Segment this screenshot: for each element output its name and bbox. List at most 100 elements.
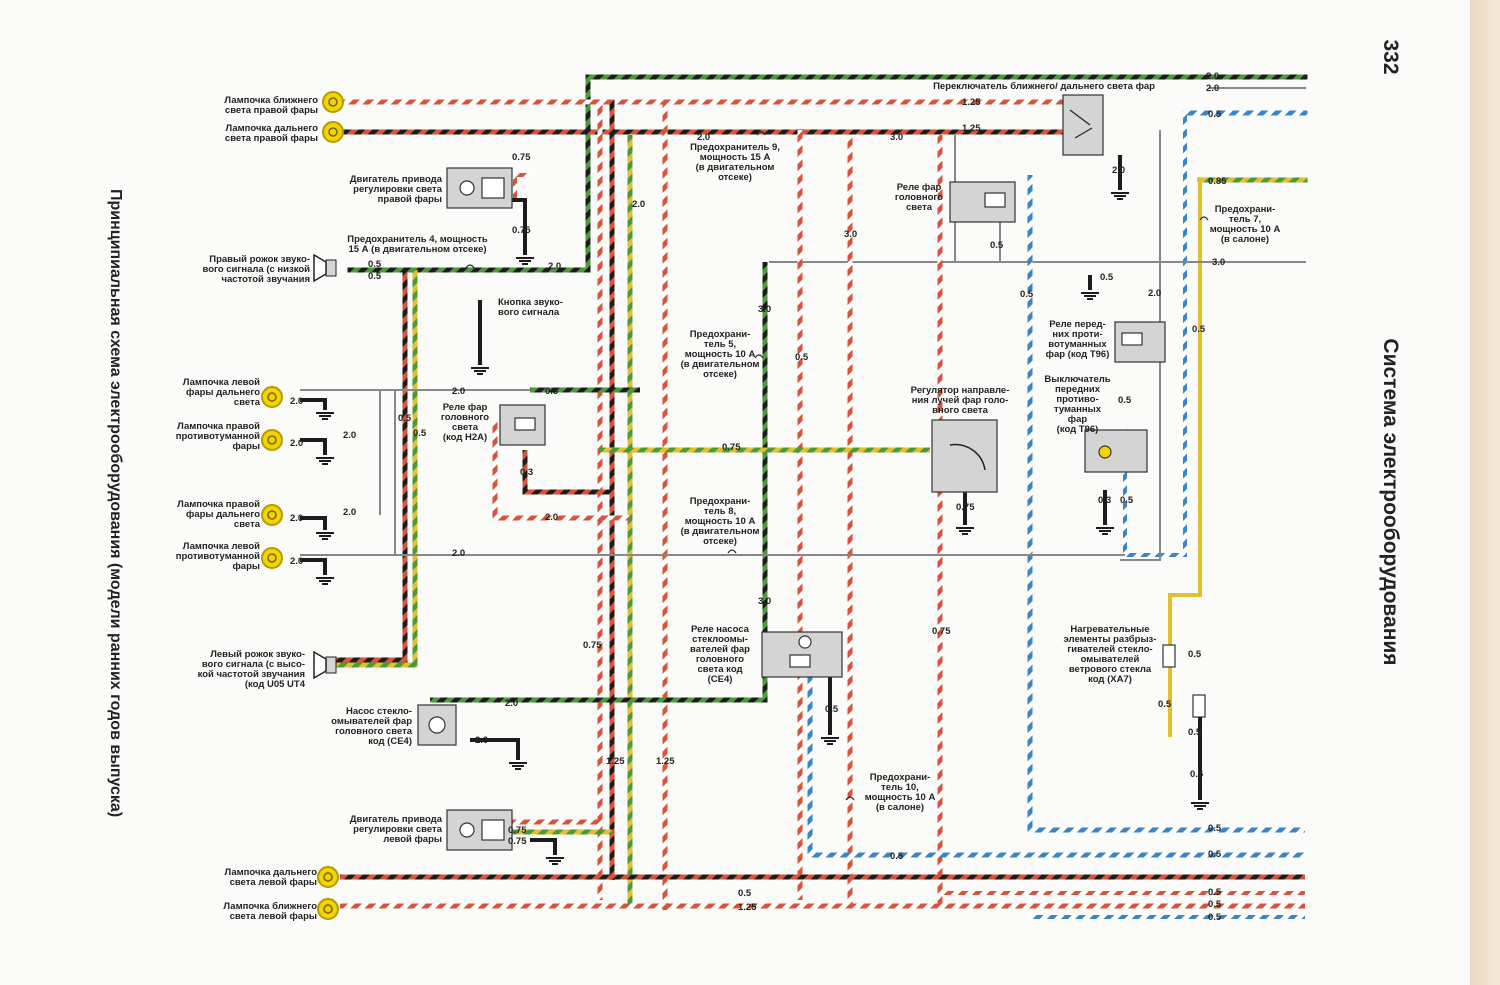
label-horn-button: Кнопка звуко- вого сигнала [498, 297, 563, 318]
label-right-high-beam: Лампочка дальнего света правой фары [224, 123, 318, 144]
page-edge-stripe [1470, 0, 1500, 985]
label-headlamp-relay: Реле фар головного света [894, 182, 944, 213]
wire-label: 0.5 [413, 428, 427, 439]
wire-label: 0.5 [1190, 769, 1204, 780]
wire-label: 0.5 [1208, 887, 1222, 898]
wire-label: 2.0 [1206, 71, 1219, 82]
label-fuse-4: Предохранитель 4, мощность 15 А (в двига… [347, 234, 488, 255]
wire-label: 2.0 [290, 513, 303, 524]
label-left-horn: Левый рожок звуко- вого сигнала (с высо-… [197, 649, 305, 690]
wire-label: 2.0 [1112, 165, 1125, 176]
wire-label: 0.75 [512, 152, 531, 163]
label-left-headlamp-motor: Двигатель привода регулировки света лево… [349, 814, 442, 845]
wire-label: 2.0 [1206, 83, 1219, 94]
wire-label: 0.5 [545, 386, 559, 397]
diagram-title: Принципиальная схема электрооборудования… [107, 189, 124, 818]
wire-label: 0.5 [1158, 699, 1172, 710]
label-headlamp-relay-h2a: Реле фар головного света (код H2A) [440, 402, 490, 443]
horns [313, 253, 337, 680]
wire-label: 0.75 [508, 825, 527, 836]
wire-label: 2.0 [343, 430, 356, 441]
page-number: 332 [1379, 39, 1402, 75]
label-washer-pump: Насос стекло- омывателей фар головного с… [331, 706, 412, 747]
wire-label: 0.5 [1192, 324, 1206, 335]
label-fog-switch: Выключатель передних противо- туманных ф… [1044, 374, 1111, 435]
wire-label: 2.0 [290, 396, 303, 407]
lamp-left-fog-icon [261, 547, 283, 569]
wire-label: 0.5 [1120, 495, 1134, 506]
right-horn-icon [313, 253, 337, 283]
lamp-right-high-beam-2-icon [261, 504, 283, 526]
wire-label: 2.0 [505, 698, 518, 709]
label-right-low-beam: Лампочка ближнего света правой фары [224, 95, 318, 116]
wire-label: 0.5 [1208, 823, 1222, 834]
wire-label: 0.5 [1208, 109, 1222, 120]
wire-label: 1.25 [962, 123, 981, 134]
wire-label: 0.75 [956, 502, 975, 513]
wire-label: 0.75 [932, 626, 951, 637]
wire-label: 0.5 [1118, 395, 1132, 406]
wire-label: 2.0 [452, 386, 465, 397]
wire-label: 2.0 [290, 438, 303, 449]
washer-heater-2 [1192, 694, 1206, 718]
wire-label: 0.75 [722, 442, 741, 453]
section-title: Система электрооборудования [1379, 338, 1402, 666]
label-left-low-beam: Лампочка ближнего света левой фары [223, 901, 317, 922]
lamps [261, 91, 344, 920]
label-right-high-beam-lamp: Лампочка правой фары дальнего света [177, 499, 260, 530]
wire-label: 0.5 [825, 704, 839, 715]
lamp-left-high-beam-2-icon [317, 866, 339, 888]
label-left-high-beam-lamp: Лампочка левой фары дальнего света [182, 377, 260, 408]
wire-label: 2.0 [452, 548, 465, 559]
wire-label: 0.5 [1188, 649, 1202, 660]
component-boxes [417, 94, 1206, 851]
wire-label: 0.75 [583, 640, 602, 651]
wire-label: 0.5 [890, 851, 904, 862]
label-fuse-10: Предохрани- тель 10, мощность 10 А (в са… [864, 772, 936, 813]
label-dimmer-switch: Переключатель ближнего/ дальнего света ф… [933, 81, 1155, 92]
label-fuse-8: Предохрани- тель 8, мощность 10 А (в дви… [680, 496, 760, 547]
wire-label: 2.0 [545, 512, 558, 523]
wire-label: 2.0 [290, 556, 303, 567]
wire-label: 0.75 [512, 225, 531, 236]
label-right-fog-lamp: Лампочка правой противотуманной фары [175, 421, 260, 452]
wire-label: 0.5 [1208, 849, 1222, 860]
wire-label: 0.5 [795, 352, 809, 363]
lamp-right-high-beam-icon [322, 121, 344, 143]
wire-label: 2.0 [343, 507, 356, 518]
label-right-horn: Правый рожок звуко- вого сигнала (с низк… [202, 254, 310, 285]
wire-label: 0.5 [1208, 899, 1222, 910]
wire-label: 1.25 [738, 902, 757, 913]
wire-label: 2.0 [697, 132, 710, 143]
lamp-right-low-beam-icon [322, 91, 344, 113]
label-left-high-beam: Лампочка дальнего света левой фары [224, 867, 317, 888]
label-fog-relay: Реле перед- них проти- вотуманных фар (к… [1045, 319, 1110, 360]
dimmer-switch-box [1062, 94, 1104, 156]
wire-label: 2.0 [632, 199, 645, 210]
fog-switch-box [1084, 429, 1148, 473]
wire-label: 3.0 [758, 596, 771, 607]
wire-label: 0.5 [1020, 289, 1034, 300]
label-fuse-9: Предохранитель 9, мощность 15 А (в двига… [690, 142, 780, 183]
wire-label: 0.5 [1188, 727, 1202, 738]
label-fuse-5: Предохрани- тель 5, мощность 10 А (в дви… [680, 329, 760, 380]
ground-symbols [316, 192, 1209, 865]
wire-label: 0.75 [508, 836, 527, 847]
label-beam-regulator: Регулятор направле- ния лучей фар голо- … [910, 385, 1010, 416]
wire-label: 0.5 [368, 271, 382, 282]
lamp-right-fog-icon [261, 429, 283, 451]
label-fuse-7: Предохрани- тель 7, мощность 10 А (в сал… [1209, 204, 1281, 245]
lamp-left-low-beam-icon [317, 898, 339, 920]
ground-wires [300, 155, 1202, 855]
wire-label: 0.3 [520, 467, 533, 478]
wire-label: 3.0 [758, 304, 771, 315]
wire-label: 1.25 [606, 756, 625, 767]
wire-label: 0.3 [1098, 495, 1111, 506]
lamp-left-high-beam-icon [261, 386, 283, 408]
wire-label: 0.5 [738, 888, 752, 899]
wire-label: 2.0 [548, 261, 561, 272]
wire-label: 1.25 [962, 97, 981, 108]
wire-label: 0.5 [990, 240, 1004, 251]
